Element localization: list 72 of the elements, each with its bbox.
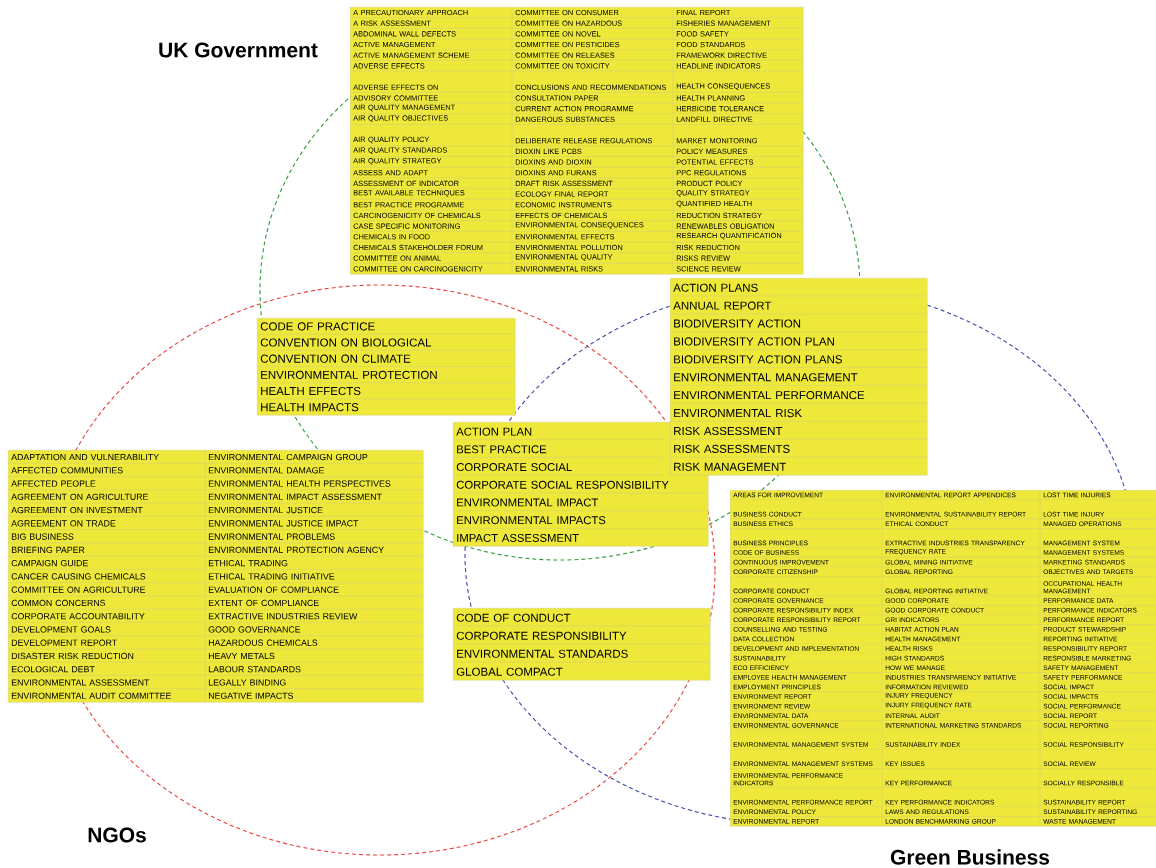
term: ENVIRONMENTAL STANDARDS [457, 649, 628, 658]
term: CAMPAIGN GUIDE [11, 560, 88, 567]
term: CONVENTION ON BIOLOGICAL [260, 338, 432, 347]
term: EVALUATION OF COMPLIANCE [208, 586, 339, 593]
term: CORPORATE ACCOUNTABILITY [11, 613, 145, 620]
term: COMMON CONCERNS [11, 599, 106, 607]
term: EXTRACTIVE INDUSTRIES REVIEW [208, 613, 358, 620]
term: ENVIRONMENTAL MANAGEMENT [674, 373, 858, 382]
term: ENVIRONMENTAL PERFORMANCE [674, 391, 865, 400]
term: DISASTER RISK REDUCTION [11, 652, 134, 660]
term: HEAVY METALS [208, 652, 275, 660]
term: BIODIVERSITY ACTION PLAN [674, 337, 834, 346]
term: ENVIRONMENTAL CAMPAIGN GROUP [208, 453, 368, 461]
term: CANCER CAUSING CHEMICALS [11, 573, 146, 580]
term: CORPORATE RESPONSIBILITY [456, 631, 627, 640]
term: COMMITTEE ON AGRICULTURE [11, 586, 146, 593]
term: IMPACT ASSESSMENT [457, 533, 579, 542]
term: ENVIRONMENTAL JUSTICE [208, 506, 323, 514]
term: AFFECTED COMMUNITIES [11, 467, 123, 474]
term-table [452, 608, 711, 681]
circle-title: NGOs [88, 827, 146, 843]
term: CORPORATE SOCIAL RESPONSIBILITY [456, 480, 669, 489]
term-table [7, 449, 424, 703]
term: HEALTH EFFECTS [261, 386, 361, 396]
term: ENVIRONMENTAL HEALTH PERSPECTIVES [208, 480, 391, 487]
term: BEST PRACTICE [457, 445, 547, 454]
term: ENVIRONMENTAL PROTECTION [261, 370, 437, 379]
term: CODE OF PRACTICE [260, 322, 375, 331]
term: ENVIRONMENTAL PROBLEMS [208, 533, 335, 540]
term-table [256, 318, 516, 416]
term: DEVELOPMENT GOALS [11, 626, 111, 633]
term: RISK ASSESSMENTS [674, 444, 790, 453]
term: CORPORATE SOCIAL [456, 463, 572, 472]
term: ENVIRONMENTAL AUDIT COMMITTEE [11, 692, 171, 699]
term: BIG BUSINESS [11, 533, 74, 540]
term: ETHICAL TRADING INITIATIVE [208, 573, 335, 580]
term: ACTION PLANS [673, 283, 758, 292]
term: BRIEFING PAPER [11, 546, 85, 553]
term: ENVIRONMENTAL ASSESSMENT [11, 679, 150, 686]
term: ETHICAL TRADING [208, 560, 288, 567]
term: CONVENTION ON CLIMATE [260, 354, 411, 363]
term: ECOLOGICAL DEBT [11, 666, 95, 673]
term: ENVIRONMENTAL IMPACT [457, 498, 599, 507]
term: HAZARDOUS CHEMICALS [208, 639, 318, 646]
circle-title: UK Government [159, 42, 318, 58]
term: AGREEMENT ON AGRICULTURE [11, 493, 149, 500]
term: ANNUAL REPORT [673, 301, 772, 310]
term: ENVIRONMENTAL JUSTICE IMPACT [208, 520, 359, 527]
term: GOOD GOVERNANCE [208, 626, 301, 633]
term: ENVIRONMENTAL DAMAGE [208, 467, 325, 474]
term: HEALTH IMPACTS [261, 403, 359, 412]
term: ENVIRONMENTAL RISK [674, 409, 802, 418]
term: ACTION PLAN [456, 427, 532, 436]
term: LABOUR STANDARDS [208, 666, 301, 673]
term: CODE OF CONDUCT [456, 613, 571, 622]
term: BIODIVERSITY ACTION PLANS [674, 355, 842, 364]
term: GLOBAL COMPACT [456, 667, 563, 676]
term: ENVIRONMENTAL IMPACT ASSESSMENT [208, 493, 382, 500]
term: ENVIRONMENTAL PROTECTION AGENCY [208, 546, 384, 553]
term: AGREEMENT ON TRADE [11, 520, 116, 527]
term: EXTENT OF COMPLIANCE [208, 599, 319, 607]
circle-title: Green Business [890, 849, 1050, 865]
term: DEVELOPMENT REPORT [11, 639, 117, 646]
term: LEGALLY BINDING [208, 679, 286, 686]
term: AFFECTED PEOPLE [11, 480, 96, 487]
term: RISK ASSESSMENT [674, 426, 783, 436]
term: BIODIVERSITY ACTION [674, 319, 801, 328]
term: ADAPTATION AND VULNERABILITY [11, 453, 159, 461]
term: AGREEMENT ON INVESTMENT [11, 506, 143, 514]
term: ENVIRONMENTAL IMPACTS [457, 516, 606, 525]
term: RISK MANAGEMENT [674, 462, 787, 471]
term: NEGATIVE IMPACTS [208, 692, 294, 699]
